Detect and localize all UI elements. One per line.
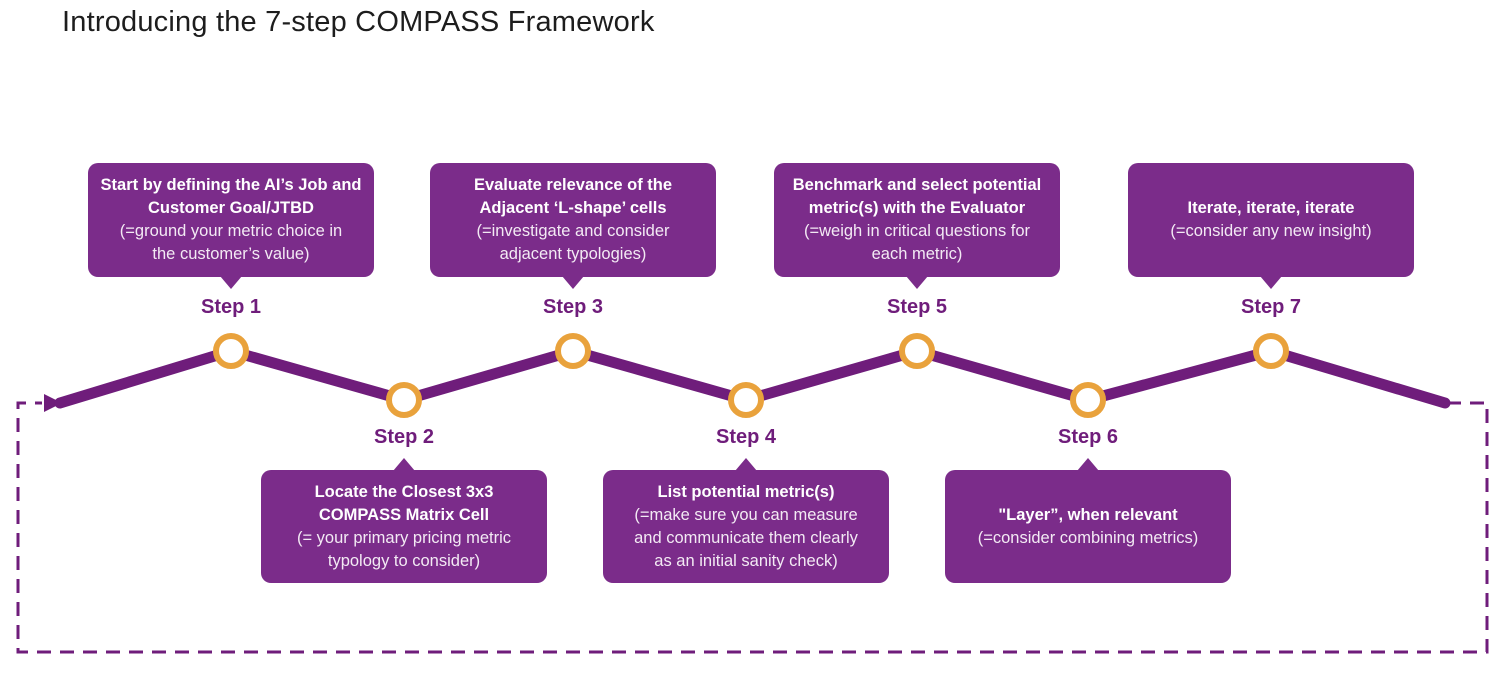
step-1-node-circle [213, 333, 249, 369]
step-3-node-circle [555, 333, 591, 369]
step-6-pointer [1077, 458, 1099, 471]
step-7-node-circle [1253, 333, 1289, 369]
step-2-detail: (= your primary pricing metric typology … [296, 528, 512, 570]
step-7-label: Step 7 [1240, 296, 1302, 318]
step-5-node-circle [899, 333, 935, 369]
step-6-box: "Layer”, when relevant (=consider combin… [945, 458, 1231, 583]
step-1-box: Start by defining the AI’s Job and Custo… [88, 163, 374, 289]
step-1-label: Step 1 [200, 296, 262, 318]
step-6-node-circle [1070, 382, 1106, 418]
step-2-node-circle [386, 382, 422, 418]
step-3-box: Evaluate relevance of the Adjacent ‘L-sh… [430, 163, 716, 289]
step-1-heading: Start by defining the AI’s Job and Custo… [100, 176, 362, 217]
step-6-detail: (=consider combining metrics) [977, 528, 1199, 547]
step-5-detail: (=weigh in critical questions for each m… [803, 222, 1031, 263]
step-7-heading: Iterate, iterate, iterate [1187, 199, 1355, 217]
page-title: Introducing the 7-step COMPASS Framework [62, 6, 655, 38]
step-7-detail: (=consider any new insight) [1170, 222, 1372, 240]
step-4-node-circle [728, 382, 764, 418]
step-4-box: List potential metric(s) (=make sure you… [603, 458, 889, 583]
step-4-pointer [735, 458, 757, 471]
step-6-label: Step 6 [1057, 426, 1119, 448]
step-7-box: Iterate, iterate, iterate (=consider any… [1128, 163, 1414, 289]
step-2-label: Step 2 [373, 426, 435, 448]
step-1-pointer [220, 276, 242, 289]
step-7-pointer [1260, 276, 1282, 289]
feedback-arrowhead-icon [44, 394, 62, 412]
step-2-box: Locate the Closest 3x3 COMPASS Matrix Ce… [261, 458, 547, 583]
step-4-label: Step 4 [715, 426, 777, 448]
step-6-heading: "Layer”, when relevant [998, 505, 1178, 524]
step-3-pointer [562, 276, 584, 289]
step-3-label: Step 3 [542, 296, 604, 318]
step-1-detail: (=ground your metric choice in the custo… [119, 222, 343, 263]
feedback-loop-dashed-path [16, 401, 1489, 654]
step-5-label: Step 5 [886, 296, 948, 318]
step-4-detail: (=make sure you can measure and communic… [634, 505, 858, 570]
step-5-heading: Benchmark and select potential metric(s)… [792, 176, 1042, 217]
step-4-heading: List potential metric(s) [657, 482, 835, 501]
step-5-box: Benchmark and select potential metric(s)… [774, 163, 1060, 289]
step-5-pointer [906, 276, 928, 289]
step-3-heading: Evaluate relevance of the Adjacent ‘L-sh… [473, 176, 673, 217]
step-2-pointer [393, 458, 415, 471]
step-2-heading: Locate the Closest 3x3 COMPASS Matrix Ce… [314, 482, 494, 524]
step-3-detail: (=investigate and consider adjacent typo… [476, 222, 670, 263]
